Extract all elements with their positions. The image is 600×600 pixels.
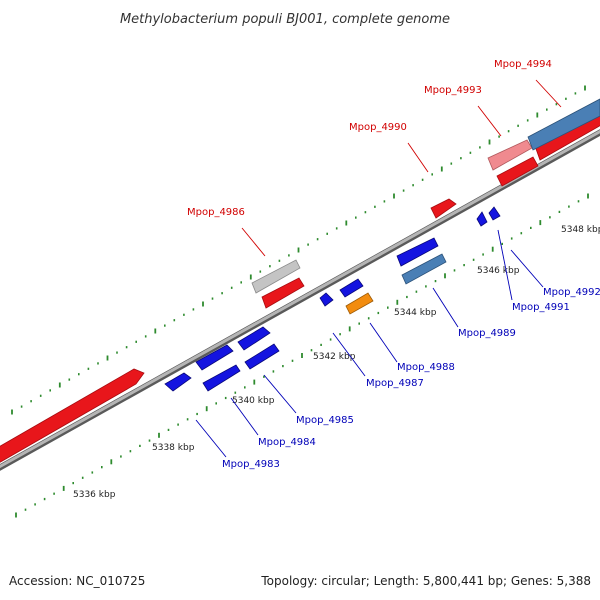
gene-mpop-4985b: [237, 326, 271, 351]
gene-mpop-4987b: [339, 278, 364, 298]
genome-stats-text: Topology: circular; Length: 5,800,441 bp…: [261, 574, 591, 588]
gene-mpop-4992: [488, 206, 501, 221]
gene-mpop-4987: [319, 292, 334, 307]
gene-label-mpop-4983: Mpop_4983: [222, 459, 280, 470]
scale-label-5336: 5336 kbp: [73, 490, 116, 500]
scale-labels: 5336 kbp 5338 kbp 5340 kbp 5342 kbp 5344…: [73, 225, 600, 500]
gene-mpop-4989-blue: [396, 237, 439, 267]
scale-label-5338: 5338 kbp: [152, 443, 195, 453]
gene-label-mpop-4984: Mpop_4984: [258, 437, 316, 448]
gene-label-mpop-4992: Mpop_4992: [543, 287, 600, 298]
scale-label-5340: 5340 kbp: [232, 396, 275, 406]
gene-labels: Mpop_4983 Mpop_4984 Mpop_4985 Mpop_4986 …: [187, 59, 600, 470]
scale-label-5348: 5348 kbp: [561, 225, 600, 235]
accession-text: Accession: NC_010725: [9, 574, 146, 588]
gene-features: [164, 98, 600, 392]
gene-label-mpop-4988: Mpop_4988: [397, 362, 455, 373]
gene-mpop-4988: [345, 292, 374, 315]
gene-mpop-4991: [476, 211, 488, 227]
tick-track-lower: [15, 193, 589, 518]
label-leader-lines: [195, 79, 562, 458]
scale-label-5346: 5346 kbp: [477, 266, 520, 276]
gene-label-mpop-4993: Mpop_4993: [424, 85, 482, 96]
gene-mpop-4994: [527, 98, 600, 151]
gene-label-mpop-4987: Mpop_4987: [366, 378, 424, 389]
scale-label-5342: 5342 kbp: [313, 352, 356, 362]
gene-mpop-4984: [202, 364, 241, 392]
gene-mpop-4984b: [195, 344, 234, 371]
gene-label-mpop-4991: Mpop_4991: [512, 302, 570, 313]
gene-mpop-4983: [164, 372, 192, 392]
gene-mpop-4985: [244, 343, 280, 370]
gene-mpop-4993-red: [496, 156, 539, 187]
gene-mpop-4990: [430, 198, 457, 219]
gene-mpop-4986: [251, 259, 301, 294]
map-title: Methylobacterium populi BJ001, complete …: [120, 12, 450, 27]
gene-label-mpop-4994: Mpop_4994: [494, 59, 552, 70]
gene-mpop-4989: [401, 253, 447, 285]
gene-label-mpop-4986: Mpop_4986: [187, 207, 245, 218]
scale-label-5344: 5344 kbp: [394, 308, 437, 318]
gene-label-mpop-4990: Mpop_4990: [349, 122, 407, 133]
red-gene-block-left: [0, 368, 145, 463]
gene-mpop-4986-red: [261, 277, 305, 309]
gene-label-mpop-4985: Mpop_4985: [296, 415, 354, 426]
tick-track-upper: [11, 85, 586, 415]
gene-label-mpop-4989: Mpop_4989: [458, 328, 516, 339]
